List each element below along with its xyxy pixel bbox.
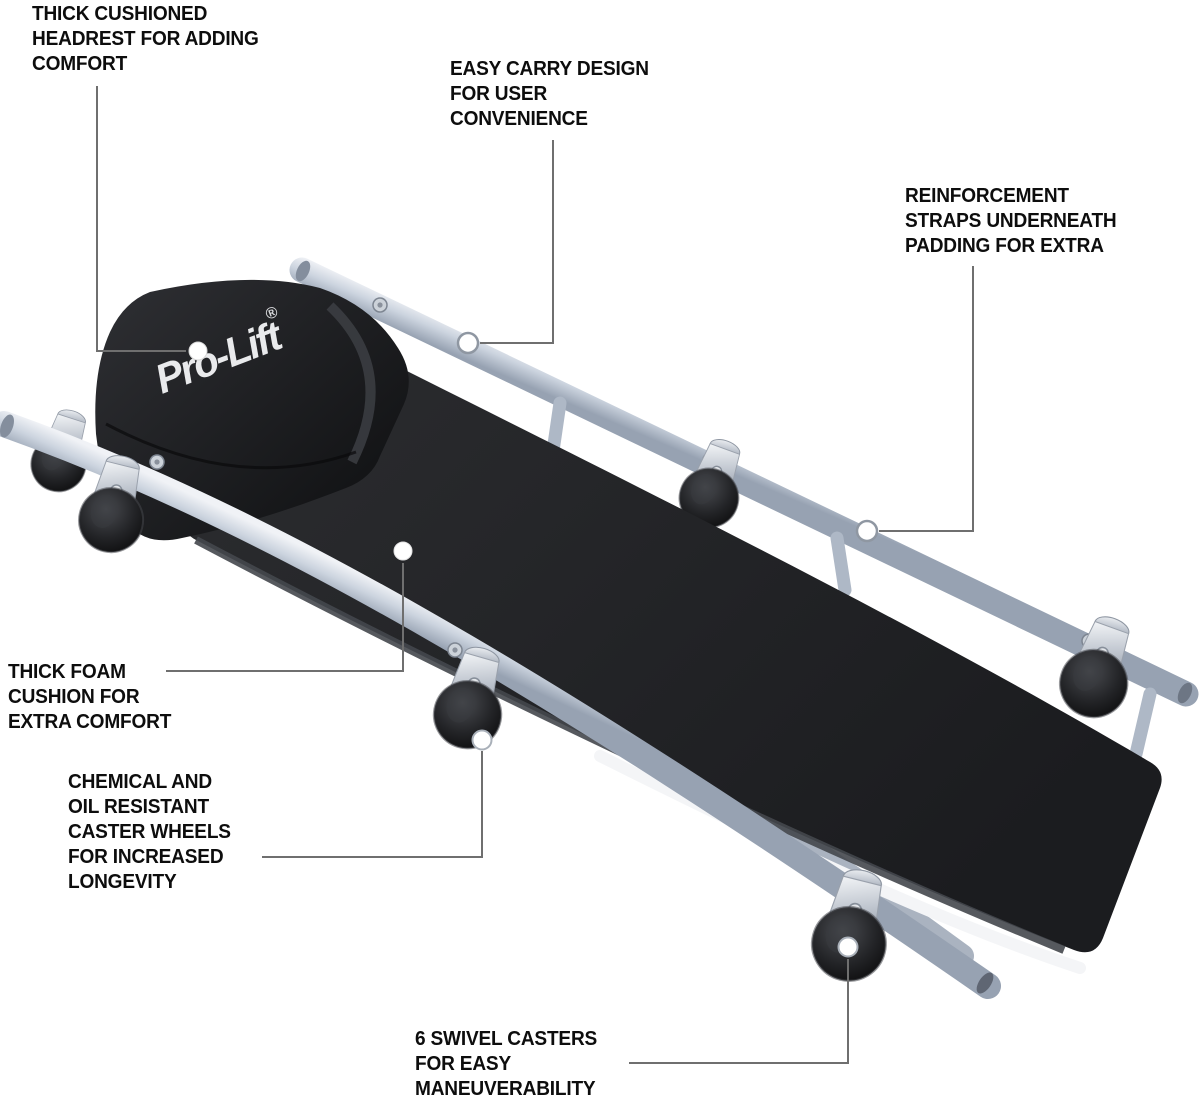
screw-icon bbox=[149, 454, 165, 470]
callout-line bbox=[96, 86, 186, 352]
headrest-cushion: Pro-Lift ® bbox=[95, 279, 409, 541]
callout-label-reinforcement-straps: REINFORCEMENT STRAPS UNDERNEATH PADDING … bbox=[905, 184, 1117, 257]
callout-label-easy-carry: EASY CARRY DESIGN FOR USER CONVENIENCE bbox=[450, 57, 649, 130]
callout-label-caster-wheels: CHEMICAL AND OIL RESISTANT CASTER WHEELS… bbox=[68, 770, 231, 893]
rail-end-cap bbox=[295, 260, 311, 282]
callout-dot bbox=[393, 541, 413, 561]
headrest-seam bbox=[105, 422, 357, 470]
callout-label-swivel-casters: 6 SWIVEL CASTERS FOR EASY MANEUVERABILIT… bbox=[415, 1027, 598, 1099]
screw-icon bbox=[372, 297, 388, 313]
headrest-roll-edge bbox=[326, 302, 376, 465]
callout-dot bbox=[855, 519, 879, 543]
callout-dot bbox=[188, 341, 208, 361]
rail-end-cap bbox=[0, 414, 14, 438]
callout-line bbox=[629, 959, 849, 1064]
callout-line bbox=[166, 563, 404, 672]
callout-dot bbox=[456, 331, 480, 355]
screw-icon bbox=[447, 642, 463, 658]
callout-dot bbox=[837, 936, 859, 958]
callout-line bbox=[879, 266, 974, 532]
callout-line bbox=[480, 140, 554, 344]
callout-connectors bbox=[96, 86, 974, 1064]
callout-dots bbox=[188, 331, 879, 958]
callout-label-foam-cushion: THICK FOAM CUSHION FOR EXTRA COMFORT bbox=[8, 660, 172, 733]
far-side-rail bbox=[289, 257, 1199, 707]
rail-end-cap bbox=[1177, 682, 1193, 704]
rail-end-cap bbox=[976, 972, 994, 994]
callout-line bbox=[262, 751, 483, 858]
callout-dot bbox=[471, 729, 493, 751]
callout-label-headrest: THICK CUSHIONED HEADREST FOR ADDING COMF… bbox=[32, 2, 259, 75]
